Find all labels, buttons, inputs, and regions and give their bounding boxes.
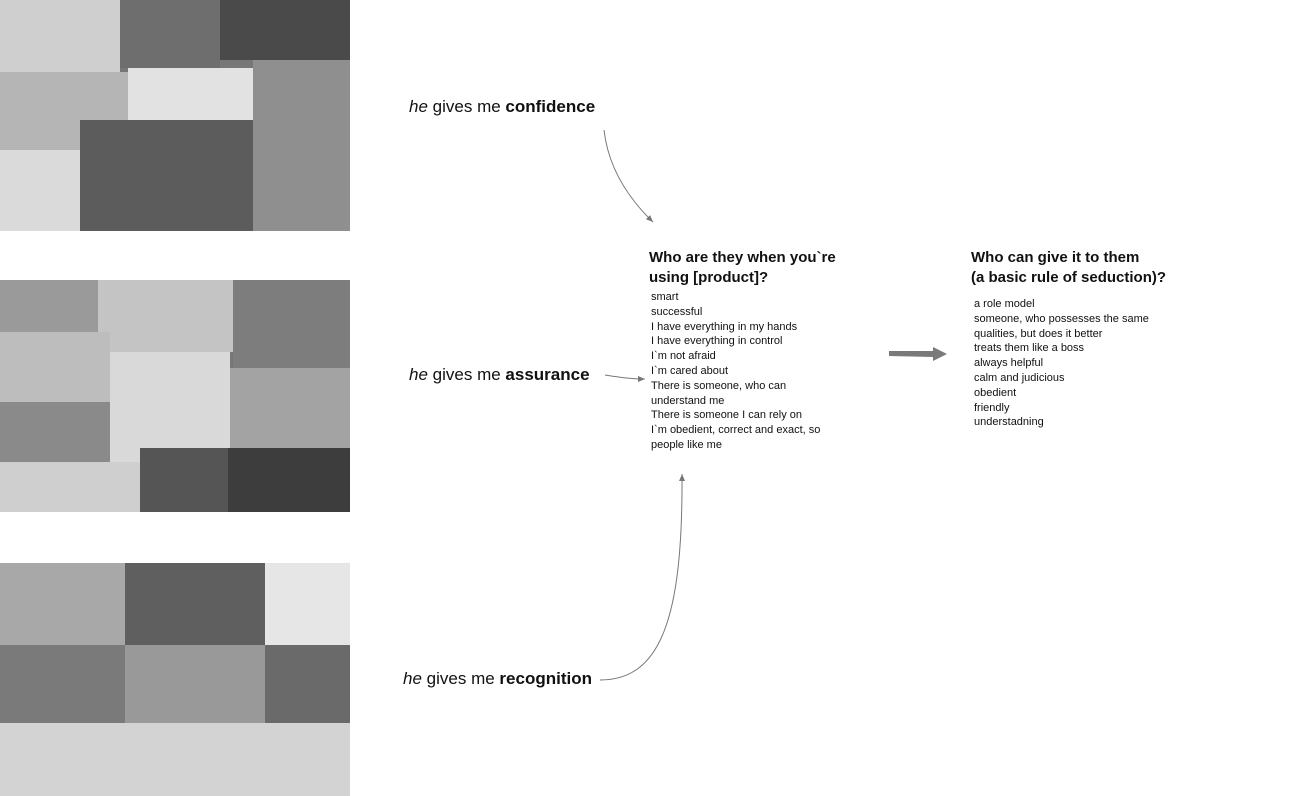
recognition-photo-collage (0, 563, 350, 796)
list-item: understand me (651, 394, 725, 407)
collage-photo (0, 402, 110, 462)
assurance-connector-arrow (604, 374, 646, 382)
list-item: qualities, but does it better (974, 327, 1103, 340)
statement-pronoun: he (409, 365, 428, 384)
collage-photo (80, 120, 253, 231)
list-item: someone, who possesses the same (974, 312, 1149, 325)
collage-photo (0, 563, 125, 645)
heading-line: Who can give it to them (971, 249, 1140, 266)
collage-photo (120, 0, 220, 68)
confidence-connector-arrow (603, 129, 654, 223)
heading-line: (a basic rule of seduction)? (971, 269, 1167, 286)
collage-photo (0, 332, 110, 402)
statement-pronoun: he (403, 669, 422, 688)
collage-photo (125, 645, 265, 723)
list-item: obedient (974, 386, 1017, 399)
list-item: I`m not afraid (651, 350, 716, 363)
who-can-give-list: a role model someone, who possesses the … (974, 297, 1164, 430)
collage-photo (128, 68, 253, 120)
statement-recognition: he gives me recognition (403, 669, 592, 689)
bold-right-arrow (889, 347, 947, 361)
collage-photo (0, 0, 120, 72)
who-are-they-heading: Who are they when you`re using [product]… (649, 248, 859, 288)
collage-photo (253, 60, 350, 231)
statement-keyword: assurance (505, 365, 590, 384)
collage-photo (110, 352, 230, 462)
collage-photo (220, 0, 350, 60)
list-item: I`m obedient, correct and exact, so (651, 424, 821, 437)
statement-verb: gives me (432, 365, 501, 384)
collage-photo (0, 723, 350, 796)
collage-photo (233, 280, 350, 368)
list-item: friendly (974, 401, 1010, 414)
list-item: I have everything in my hands (651, 320, 798, 333)
list-item: I`m cared about (651, 364, 729, 377)
heading-line: using [product]? (649, 269, 769, 286)
collage-photo (140, 448, 228, 512)
list-item: people like me (651, 438, 722, 451)
recognition-connector-arrow (599, 473, 686, 681)
collage-photo (0, 280, 98, 332)
assurance-photo-collage (0, 280, 350, 512)
statement-confidence: he gives me confidence (409, 97, 595, 117)
collage-photo (98, 280, 233, 352)
statement-keyword: recognition (499, 669, 592, 688)
list-item: I have everything in control (651, 335, 783, 348)
who-are-they-list: smart successful I have everything in my… (651, 290, 841, 453)
heading-line: Who are they when you`re (649, 249, 836, 266)
collage-photo (0, 150, 80, 231)
collage-photo (265, 563, 350, 645)
list-item: treats them like a boss (974, 342, 1085, 355)
statement-pronoun: he (409, 97, 428, 116)
collage-photo (0, 645, 125, 723)
list-item: There is someone I can rely on (651, 409, 803, 422)
statement-verb: gives me (432, 97, 501, 116)
who-can-give-heading: Who can give it to them (a basic rule of… (971, 248, 1191, 288)
list-item: There is someone, who can (651, 379, 787, 392)
confidence-photo-collage (0, 0, 350, 231)
statement-verb: gives me (426, 669, 495, 688)
list-item: always helpful (974, 357, 1044, 370)
list-item: a role model (974, 298, 1035, 310)
list-item: calm and judicious (974, 371, 1065, 384)
statement-assurance: he gives me assurance (409, 365, 590, 385)
collage-photo (228, 448, 350, 512)
collage-photo (265, 645, 350, 723)
collage-photo (230, 368, 350, 448)
list-item: smart (651, 291, 679, 303)
collage-photo (0, 462, 140, 512)
statement-keyword: confidence (505, 97, 596, 116)
collage-photo (125, 563, 265, 645)
list-item: understadning (974, 416, 1044, 429)
list-item: successful (651, 305, 703, 318)
